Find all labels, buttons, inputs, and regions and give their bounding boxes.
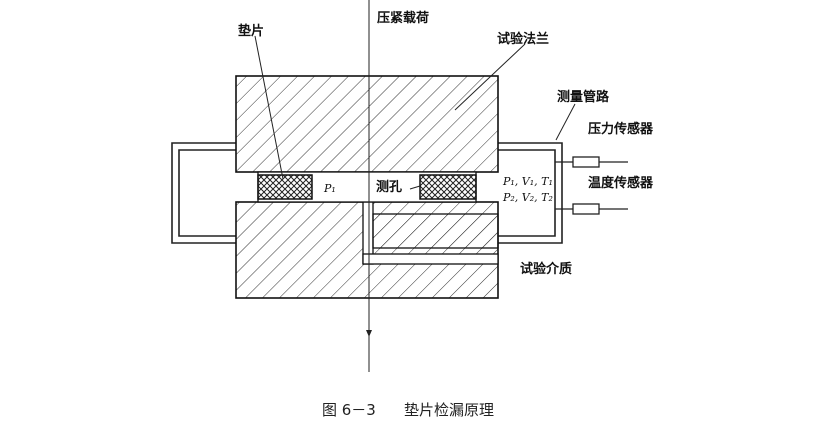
right-measure-pipe-inner [498,149,556,237]
label-p1: P₁ [323,182,336,195]
leader-hole [409,185,421,190]
test-medium-outlet [362,253,499,265]
right-measure-pipe-outer [498,142,563,244]
label-load: 压紧载荷 [377,10,429,26]
temp-sensor-icon [572,203,600,215]
label-readings-bottom: P₂, V₂, T₂ [502,191,553,204]
label-test-medium: 试验介质 [520,261,572,277]
label-gasket: 垫片 [238,23,264,39]
label-measure-pipe: 测量管路 [557,89,610,105]
label-temp-sensor: 温度传感器 [588,175,654,191]
pressure-sensor-icon [572,156,600,168]
label-pressure-sensor: 压力传感器 [588,121,654,137]
leader-gasket [254,35,284,180]
left-measure-pipe-outer [171,142,236,244]
left-measure-pipe-inner [178,149,236,237]
leader-measure-pipe [555,103,576,141]
gasket-left [257,174,313,200]
gasket-right [419,174,477,200]
lower-inner-cavity [372,213,499,249]
label-test-flange: 试验法兰 [497,31,549,47]
caption-figure-number: 图 6－3 [322,401,376,419]
center-arrow [366,330,372,337]
leader-test-flange [454,43,526,111]
label-readings-top: P₁, V₁, T₁ [502,175,553,188]
upper-flange [235,75,499,173]
label-hole: 测孔 [376,179,402,195]
caption-title: 垫片检漏原理 [404,401,494,419]
